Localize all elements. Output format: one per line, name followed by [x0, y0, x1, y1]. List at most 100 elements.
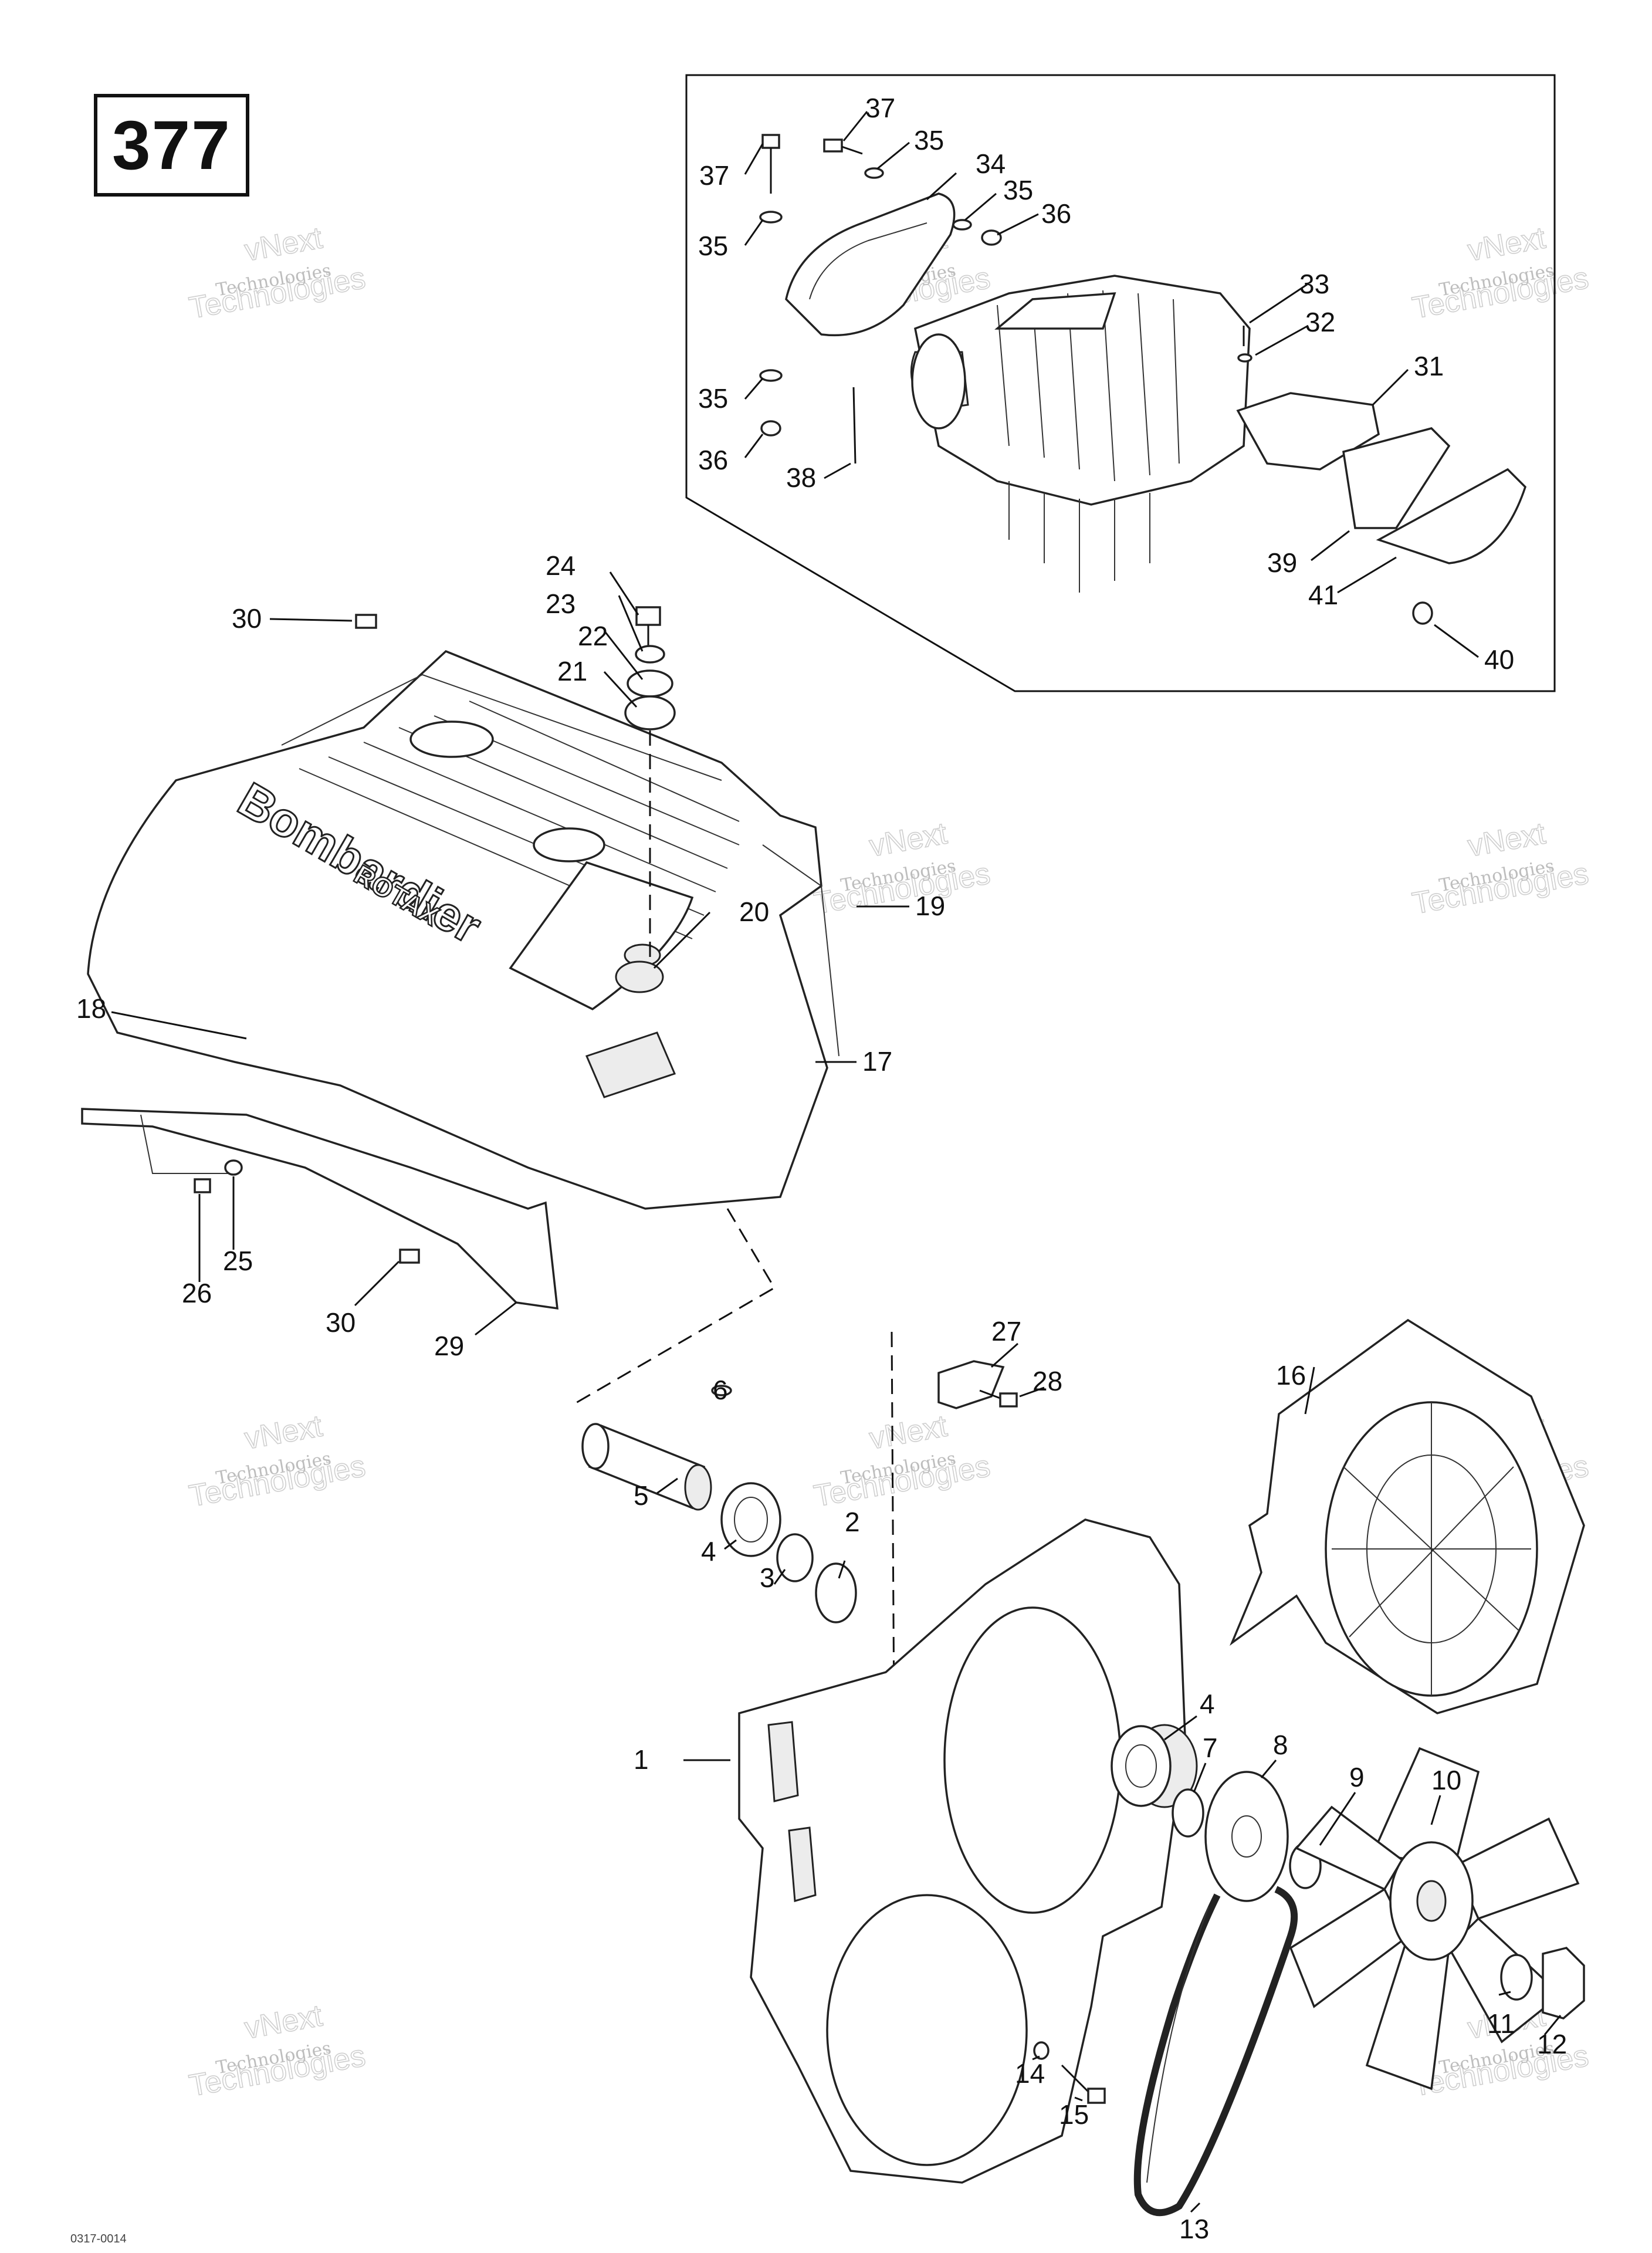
belt-13	[1133, 1886, 1298, 2217]
grommet-stack	[624, 606, 676, 962]
watermark: vNext Technologies Technologies	[186, 1998, 368, 2104]
callout-22: 22	[578, 621, 608, 651]
callout-35-left-lower: 35	[698, 383, 728, 414]
callout-28: 28	[1032, 1366, 1062, 1396]
cover-41	[1376, 468, 1527, 564]
callout-23: 23	[546, 588, 576, 619]
callout-24: 24	[546, 550, 576, 581]
watermark-line1: vNext	[1465, 816, 1549, 863]
callout-41: 41	[1308, 580, 1338, 610]
fastener-stack-left	[759, 134, 783, 437]
nut-12	[1542, 1947, 1585, 2019]
callout-29: 29	[434, 1331, 464, 1361]
engine-block	[910, 275, 1251, 593]
screw-28	[979, 1389, 1018, 1408]
callout-25: 25	[223, 1246, 253, 1276]
callout-34: 34	[976, 148, 1006, 179]
page-number-box: 377	[94, 94, 249, 197]
callout-9: 9	[1349, 1762, 1365, 1792]
callout-2: 2	[845, 1507, 860, 1537]
fan-10	[1289, 1747, 1580, 2090]
fan-housing	[738, 1518, 1198, 2184]
screw-15	[1061, 2064, 1106, 2104]
watermark: vNext Technologies Technologies	[186, 1409, 368, 1514]
clip-40	[1412, 601, 1433, 625]
callout-11: 11	[1487, 2008, 1515, 2039]
guard-39	[1342, 427, 1451, 529]
callout-37-left: 37	[699, 160, 729, 191]
engine-cover: Bombardier ROTAX	[87, 649, 839, 1210]
callout-35-top: 35	[914, 125, 944, 155]
callout-19: 19	[915, 891, 945, 921]
callout-16: 16	[1276, 1360, 1306, 1391]
washer-25	[224, 1159, 243, 1176]
washer-14	[1033, 2041, 1050, 2060]
callout-13: 13	[1179, 2214, 1209, 2244]
callout-10: 10	[1431, 1765, 1461, 1795]
leader-lines	[111, 111, 1562, 2213]
bearing-4-lower	[1111, 1725, 1172, 1807]
exhaust-deflector	[785, 192, 956, 337]
pulley-8	[1204, 1771, 1289, 1902]
callout-3: 3	[760, 1562, 775, 1593]
footer-code: 0317-0014	[70, 2232, 127, 2245]
callout-8: 8	[1273, 1730, 1288, 1760]
key-6	[711, 1385, 732, 1396]
callout-4-upper: 4	[701, 1536, 716, 1567]
watermark: vNext Technologies Technologies	[811, 1409, 993, 1514]
callout-31: 31	[1414, 351, 1444, 381]
page-number: 377	[112, 106, 231, 184]
callout-27: 27	[991, 1316, 1021, 1347]
stud-38	[852, 387, 857, 464]
watermark: vNext Technologies Technologies	[1409, 221, 1592, 326]
clamp-27	[937, 1360, 1005, 1409]
callout-20: 20	[739, 897, 769, 927]
callout-35-left-upper: 35	[698, 231, 728, 261]
watermark: vNext Technologies Technologies	[1409, 816, 1592, 922]
washer-32	[1237, 353, 1252, 363]
callout-18: 18	[76, 993, 106, 1024]
callout-40: 40	[1484, 644, 1514, 675]
callout-6: 6	[713, 1375, 728, 1405]
screw-30-top	[355, 614, 377, 629]
watermark-line1: vNext	[867, 816, 950, 863]
washer-11	[1500, 1954, 1533, 2001]
callout-12: 12	[1537, 2029, 1567, 2059]
callout-30-bottom: 30	[326, 1307, 356, 1338]
callout-7: 7	[1203, 1733, 1218, 1763]
circlip-2	[815, 1562, 857, 1623]
watermark: vNext Technologies Technologies	[186, 221, 368, 326]
callout-4-lower: 4	[1200, 1689, 1215, 1719]
watermark: vNext Technologies Technologies	[811, 816, 993, 922]
callout-36-right: 36	[1041, 198, 1071, 229]
alignment-line-left	[571, 1208, 776, 1406]
grommet-20	[615, 960, 664, 993]
watermark-line1: vNext	[242, 1998, 326, 2045]
watermark-line1: vNext	[867, 1409, 950, 1456]
callout-21: 21	[557, 656, 587, 686]
callout-26: 26	[182, 1278, 212, 1308]
callout-1: 1	[634, 1744, 649, 1775]
shaft-5	[581, 1423, 712, 1511]
fastener-top	[823, 138, 1002, 246]
callout-30-top: 30	[232, 603, 262, 634]
support-bracket	[81, 1108, 558, 1310]
watermark-line1: vNext	[242, 221, 326, 268]
watermark-line1: vNext	[242, 1409, 326, 1456]
ring-3	[776, 1533, 814, 1582]
callout-39: 39	[1267, 547, 1297, 578]
inset-frame	[685, 74, 1556, 692]
callout-35-right: 35	[1003, 175, 1033, 205]
alignment-line-right	[891, 1331, 896, 1808]
callout-36-left: 36	[698, 445, 728, 475]
bearing-4-upper	[720, 1482, 781, 1557]
fan-cover	[1229, 1318, 1585, 1714]
callout-5: 5	[634, 1480, 649, 1511]
callout-17: 17	[862, 1046, 892, 1077]
bracket-31	[1236, 392, 1380, 471]
washer-7	[1172, 1788, 1204, 1838]
screw-30-bottom	[399, 1249, 420, 1264]
callouts: 1 2 3 4 5 6 4 7 8 9 10 11 12 13 14 15 16…	[76, 93, 1567, 2244]
callout-14: 14	[1015, 2058, 1045, 2089]
